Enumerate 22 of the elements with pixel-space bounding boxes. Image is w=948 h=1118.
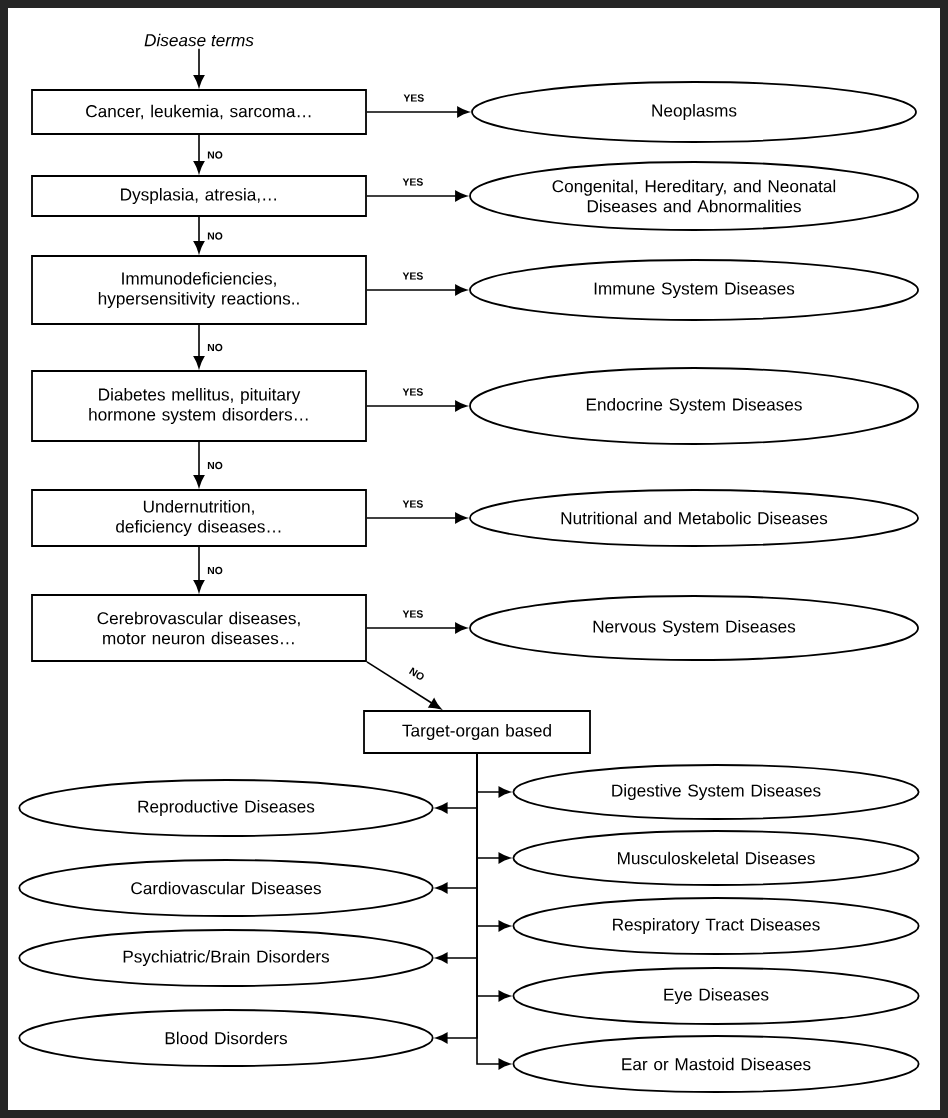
arrow <box>366 622 467 634</box>
arrow <box>366 106 470 118</box>
arrow <box>193 134 205 173</box>
question-box: Cerebrovascular diseases, motor neuron diseases… <box>31 594 367 662</box>
arrow <box>366 661 442 710</box>
arrow <box>366 284 467 296</box>
question-box: Undernutrition, deficiency diseases… <box>31 489 367 547</box>
arrow <box>366 400 467 412</box>
arrow <box>193 546 205 592</box>
arrow <box>366 512 467 524</box>
arrow <box>193 324 205 368</box>
question-box: Target-organ based <box>363 710 591 754</box>
arrow <box>193 47 205 87</box>
arrow <box>193 216 205 253</box>
question-box: Dysplasia, atresia,… <box>31 175 367 217</box>
arrow <box>476 753 511 1070</box>
arrow <box>193 441 205 487</box>
question-box: Immunodeficiencies, hypersensitivity reactions.. <box>31 255 367 325</box>
start-label: Disease terms <box>144 33 254 47</box>
question-box: Cancer, leukemia, sarcoma… <box>31 89 367 135</box>
arrow <box>366 190 467 202</box>
question-box: Diabetes mellitus, pituitary hormone system disorders… <box>31 370 367 442</box>
